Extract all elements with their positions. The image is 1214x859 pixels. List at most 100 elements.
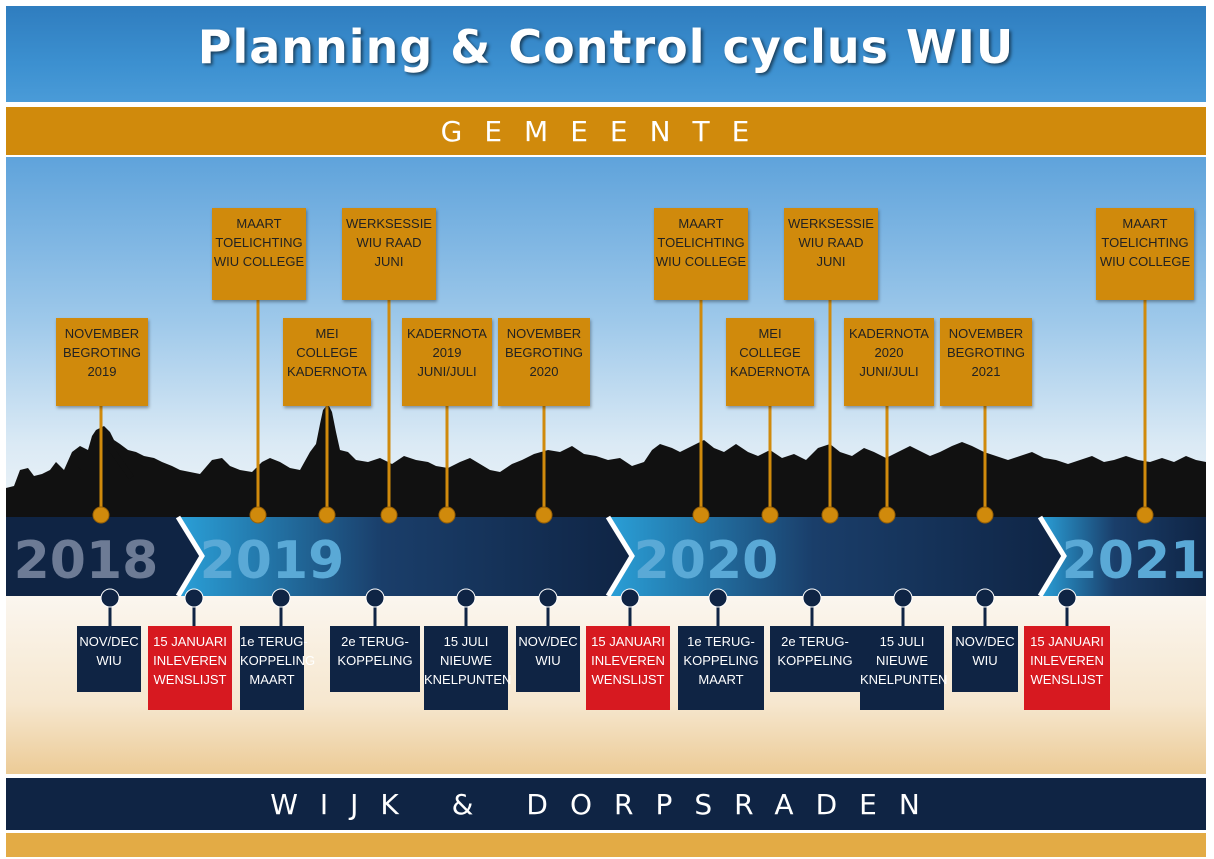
top-event-line: BEGROTING [62,345,141,360]
top-timeline-dot [249,506,267,524]
year-label-2018: 2018 [14,531,159,591]
bottom-event-line: WIU [96,653,122,668]
bottom-event-line: NOV/DEC [955,634,1015,649]
bottom-timeline-dot [1057,588,1077,608]
bottom-event-line: 15 JULI [443,634,489,649]
top-event-line: 2021 [971,364,1001,379]
top-event-line: KADERNOTA [730,364,810,379]
wijk-band: WIJK & DORPSRADEN [6,778,1206,830]
top-event-line: COLLEGE [739,345,801,360]
bottom-event-line: WIU [972,653,998,668]
bottom-event-line: NOV/DEC [518,634,578,649]
top-event-line: BEGROTING [946,345,1025,360]
year-label-2020: 2020 [634,531,779,591]
bottom-event-line: NIEUWE [440,653,492,668]
top-event-line: TOELICHTING [215,235,303,250]
top-event-line: MEI [758,326,782,341]
bottom-event-line: WIU [535,653,561,668]
bottom-event-box: 1e TERUG- KOPPELING MAART [678,626,764,710]
bottom-timeline-dot [456,588,476,608]
top-event-line: KADERNOTA [287,364,367,379]
top-event-line: 2020 [529,364,559,379]
bottom-event-line: 15 JANUARI [591,634,665,649]
top-event-line: WIU RAAD [356,235,422,250]
bottom-event-box: 15 JULI NIEUWE KNELPUNTEN [860,626,948,710]
bottom-event-line: KOPPELING [683,653,759,668]
bottom-event-box: NOV/DEC WIU [952,626,1018,692]
bottom-event-line: 1e TERUG- [240,634,308,649]
top-event-line: NOVEMBER [948,326,1024,341]
bottom-timeline-dot [802,588,822,608]
top-timeline-dot [976,506,994,524]
year-label-2019: 2019 [200,531,345,591]
bottom-event-line: INLEVEREN [153,653,227,668]
bottom-event-line: KNELPUNTEN [424,672,512,687]
top-timeline-dot [761,506,779,524]
bottom-event-line: KOPPELING [777,653,853,668]
top-timeline-dot [535,506,553,524]
page-title: Planning & Control cyclus WIU [197,20,1015,74]
bottom-event-line: NIEUWE [876,653,928,668]
bottom-timeline-dot [538,588,558,608]
top-timeline-dot [318,506,336,524]
top-event-line: KADERNOTA [849,326,929,341]
top-event-line: JUNI/JULI [417,364,477,379]
top-event-box: MEI COLLEGE KADERNOTA [726,318,814,406]
skyline-silhouette [6,404,1206,517]
bottom-timeline-dot [708,588,728,608]
bottom-event-line: MAART [249,672,295,687]
top-event-line: MAART [236,216,282,231]
timeline-arrow-2019 [178,517,632,596]
bottom-event-line: MAART [698,672,744,687]
bottom-event-line: KOPPELING [337,653,413,668]
bottom-timeline-dot [893,588,913,608]
bottom-event-line: WENSLIJST [591,672,665,687]
top-event-line: TOELICHTING [1101,235,1189,250]
top-event-line: MAART [678,216,724,231]
top-event-line: TOELICHTING [657,235,745,250]
top-timeline-dot [692,506,710,524]
bottom-timeline-dot [184,588,204,608]
top-event-line: 2020 [874,345,904,360]
top-timeline-dot [380,506,398,524]
top-event-line: 2019 [432,345,462,360]
top-event-line: WIU RAAD [798,235,864,250]
gemeente-label: GEMEENTE [440,115,772,148]
top-event-line: NOVEMBER [506,326,582,341]
top-connectors [92,300,1154,524]
bottom-strip [6,833,1206,857]
top-timeline-dot [438,506,456,524]
bottom-timeline-dot [271,588,291,608]
bottom-event-line: WENSLIJST [1030,672,1104,687]
bottom-event-line: INLEVEREN [591,653,665,668]
top-event-line: COLLEGE [296,345,358,360]
top-event-line: WIU COLLEGE [655,254,747,269]
bottom-event-box: 2e TERUG- KOPPELING [770,626,860,692]
top-timeline-dot [92,506,110,524]
bottom-connectors [100,588,1077,626]
top-event-line: WERKSESSIE [346,216,432,231]
top-timeline-dot [1136,506,1154,524]
bottom-event-box: 15 JULI NIEUWE KNELPUNTEN [424,626,512,710]
top-event-line: WERKSESSIE [788,216,874,231]
bottom-event-box: NOV/DEC WIU [516,626,580,692]
bottom-event-line: KNELPUNTEN [860,672,948,687]
wijk-label: WIJK & DORPSRADEN [270,788,942,821]
bottom-event-line: WENSLIJST [153,672,227,687]
bottom-event-line: 1e TERUG- [687,634,755,649]
bottom-event-box: 2e TERUG-KOPPELING [330,626,420,692]
bottom-event-line: 15 JULI [879,634,925,649]
bottom-event-line: 2e TERUG- [781,634,849,649]
